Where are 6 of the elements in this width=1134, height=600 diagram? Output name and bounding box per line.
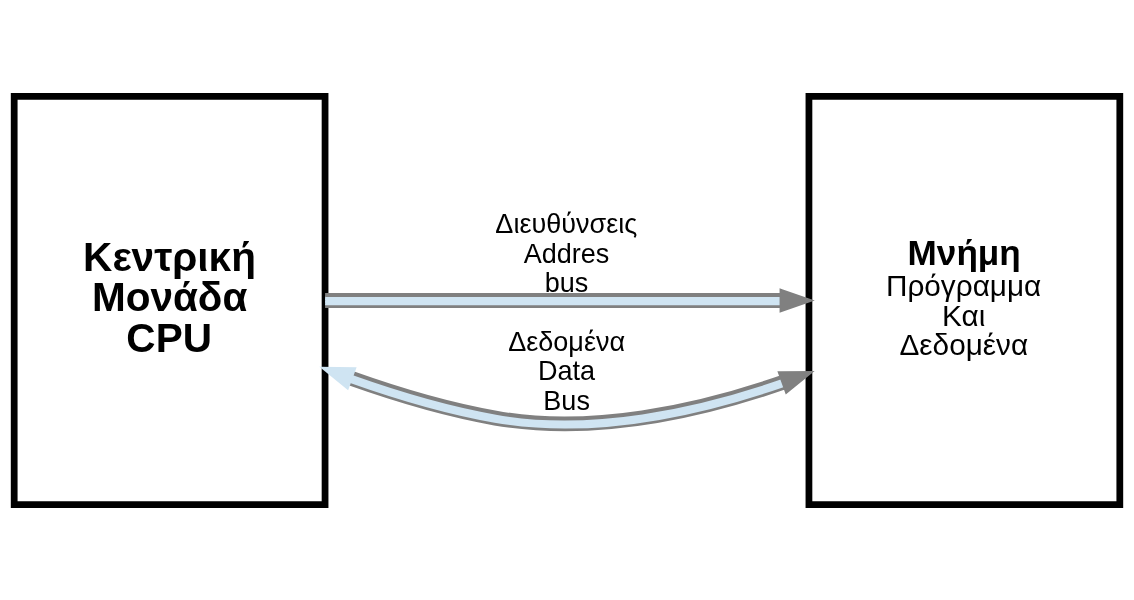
- arrow: [325, 287, 815, 313]
- node-box: Μνήμη Πρόγραμμα Και Δεδομένα: [805, 92, 1124, 508]
- arrow: [319, 366, 815, 431]
- edge-label: Διευθύνσεις Addres bus: [495, 208, 638, 298]
- node-box: Κεντρική Μονάδα CPU: [10, 92, 329, 508]
- edge-label: Δεδομένα Data Bus: [508, 326, 626, 416]
